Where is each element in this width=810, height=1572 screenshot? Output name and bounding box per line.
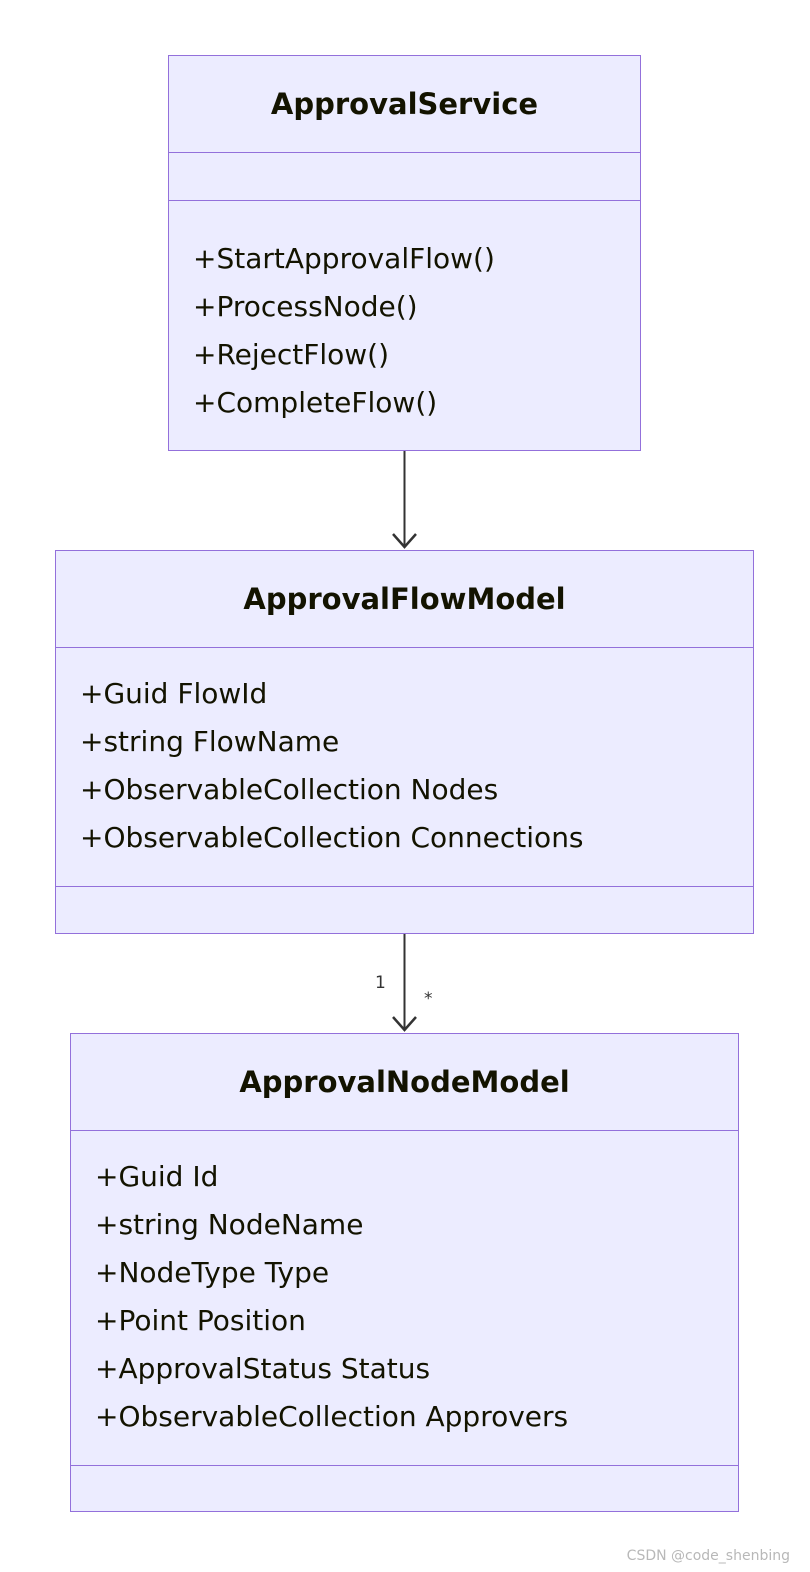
attribute-item: +Guid Id [95,1160,219,1193]
class-title: ApprovalNodeModel [71,1034,738,1131]
attribute-item: +ApprovalStatus Status [95,1352,431,1385]
class-approval-service: ApprovalService +StartApprovalFlow() +Pr… [168,55,641,451]
watermark: CSDN @code_shenbing [626,1548,790,1564]
class-approval-flow-model: ApprovalFlowModel +Guid FlowId +string F… [55,550,754,934]
class-approval-node-model: ApprovalNodeModel +Guid Id +string NodeN… [70,1033,739,1512]
method-item: +ProcessNode() [193,290,418,323]
method-item: +StartApprovalFlow() [193,242,495,275]
relation-flow-to-node [392,934,417,1032]
attribute-item: +ObservableCollection Connections [80,821,584,854]
source-multiplicity-label: 1 [375,973,386,993]
attribute-item: +Point Position [95,1304,306,1337]
method-item: +CompleteFlow() [193,386,438,419]
attributes-compartment: +Guid Id +string NodeName +NodeType Type… [71,1131,738,1466]
relation-service-to-flow [392,451,417,549]
attribute-item: +string FlowName [80,725,340,758]
class-title: ApprovalFlowModel [56,551,753,648]
attribute-item: +ObservableCollection Approvers [95,1400,569,1433]
attributes-compartment [169,153,640,201]
method-item: +RejectFlow() [193,338,390,371]
methods-compartment: +StartApprovalFlow() +ProcessNode() +Rej… [169,201,640,427]
class-title: ApprovalService [169,56,640,153]
attribute-item: +Guid FlowId [80,677,268,710]
attributes-compartment: +Guid FlowId +string FlowName +Observabl… [56,648,753,887]
attribute-item: +NodeType Type [95,1256,330,1289]
attribute-item: +ObservableCollection Nodes [80,773,499,806]
attribute-item: +string NodeName [95,1208,364,1241]
target-multiplicity-label: * [424,989,433,1009]
